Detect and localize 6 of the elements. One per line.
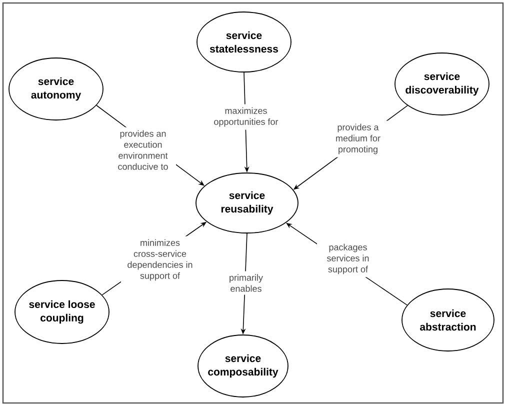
edge-label: maximizes opportunities for	[206, 104, 286, 130]
edge-label: packages services in support of	[317, 240, 379, 278]
edge-label: minimizes cross-service dependencies in support of	[121, 236, 199, 284]
edge-label: primarily enables	[219, 271, 273, 295]
edge-label: provides an execution environment conducive to	[110, 127, 176, 173]
edge-label: provides a medium for promoting	[327, 120, 389, 158]
